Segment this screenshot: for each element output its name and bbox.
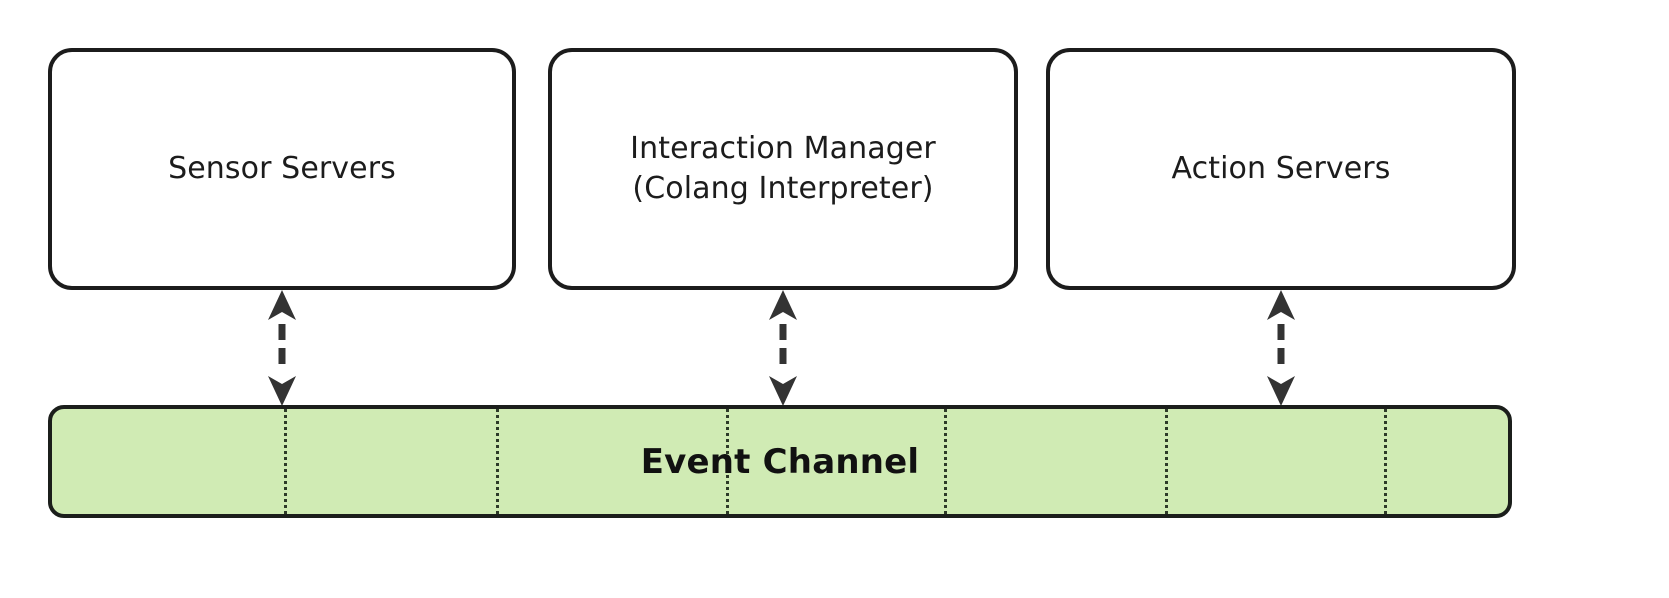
component-label-interaction-manager: Interaction Manager (Colang Interpreter) xyxy=(630,131,936,206)
event-channel-divider-3 xyxy=(726,409,729,514)
arrow-up-icon xyxy=(268,290,296,340)
arrow-down-icon xyxy=(268,348,296,406)
component-box-interaction-manager[interactable]: Interaction Manager (Colang Interpreter) xyxy=(548,48,1018,290)
event-channel-divider-6 xyxy=(1384,409,1387,514)
component-box-action-servers[interactable]: Action Servers xyxy=(1046,48,1516,290)
arrow-down-icon xyxy=(769,348,797,406)
event-channel-divider-4 xyxy=(944,409,947,514)
component-label-sensor-servers: Sensor Servers xyxy=(168,151,396,187)
event-channel-label: Event Channel xyxy=(640,441,920,482)
connector-sensor-to-event-channel xyxy=(268,290,296,406)
event-channel-divider-5 xyxy=(1165,409,1168,514)
arrow-down-icon xyxy=(1267,348,1295,406)
event-channel-bar[interactable]: Event Channel xyxy=(48,405,1512,518)
connector-action-servers-to-event-channel xyxy=(1267,290,1295,406)
component-label-action-servers: Action Servers xyxy=(1171,151,1391,187)
arrow-up-icon xyxy=(1267,290,1295,340)
component-box-sensor-servers[interactable]: Sensor Servers xyxy=(48,48,516,290)
arrow-up-icon xyxy=(769,290,797,340)
connector-interaction-manager-to-event-channel xyxy=(769,290,797,406)
event-channel-divider-2 xyxy=(496,409,499,514)
event-channel-divider-1 xyxy=(284,409,287,514)
